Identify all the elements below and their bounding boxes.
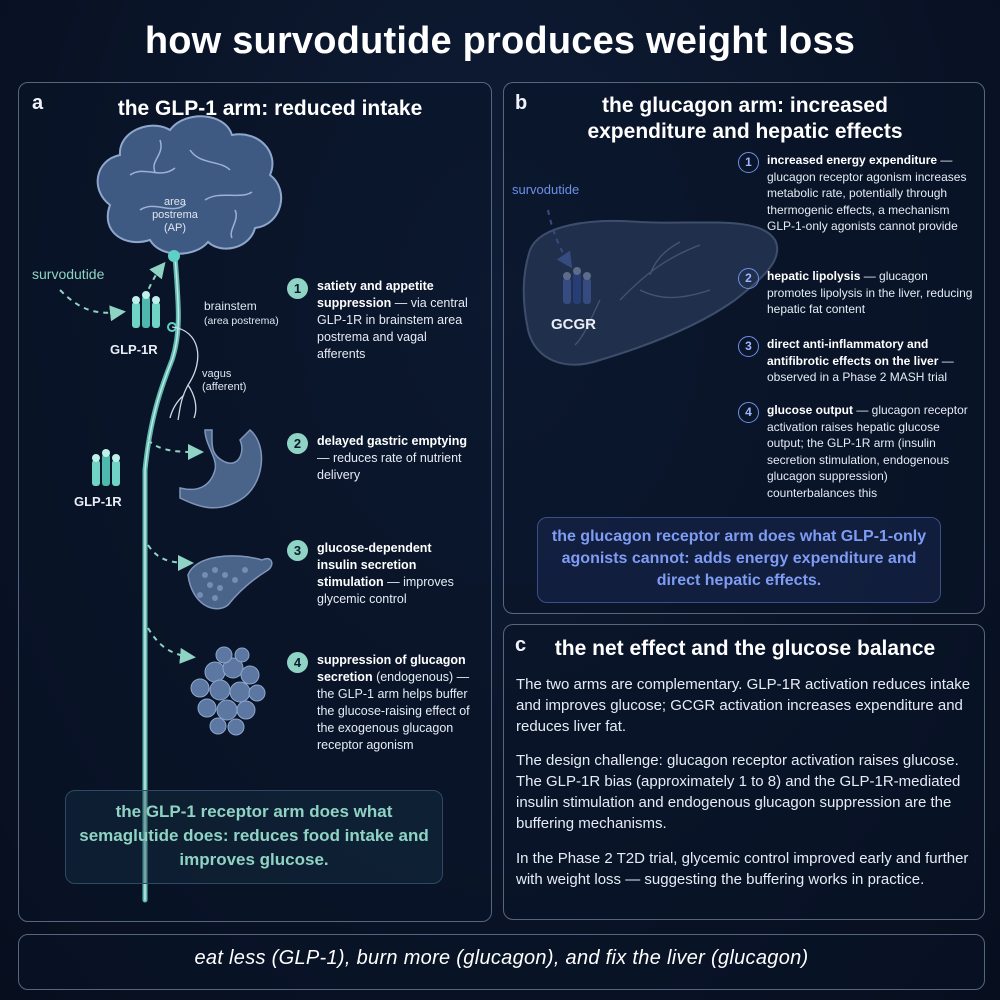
vagus-nerve xyxy=(169,326,199,421)
step-description: — via central GLP-1R in brainstem area p… xyxy=(317,296,468,361)
panel-c-heading: the net effect and the glucose balance xyxy=(554,637,936,660)
panel-b-label: b xyxy=(515,92,528,114)
step-number-badge: 1 xyxy=(287,278,308,299)
area-postrema-dot xyxy=(168,250,180,262)
step-number-badge: 3 xyxy=(738,336,759,357)
glp1-step-1: 1 satiety and appetite suppression — via… xyxy=(285,278,475,363)
step-title: delayed gastric emptying xyxy=(317,434,468,448)
step-description: — reduces rate of nutrient delivery xyxy=(317,451,462,482)
panel-a-label: a xyxy=(32,92,44,114)
glp1-summary-callout: the GLP-1 receptor arm does what semaglu… xyxy=(65,790,443,884)
step-number-badge: 4 xyxy=(738,402,759,423)
pancreas-icon xyxy=(187,555,273,610)
drug-label-a: survodutide xyxy=(32,266,105,282)
drug-label-b: survodutide xyxy=(512,182,580,197)
receptor-label-glp1r-bottom: GLP-1R xyxy=(74,494,122,509)
step-title: glucose-dependent insulin secretion stim… xyxy=(317,541,432,589)
glucagon-step-1: 1 increased energy expenditure — glucago… xyxy=(736,152,976,235)
step-number-badge: 1 xyxy=(738,152,759,173)
net-effect-paragraph-1: The two arms are complementary. GLP-1R a… xyxy=(516,676,971,735)
step-title: glucose output xyxy=(767,403,853,417)
step-number-badge: 3 xyxy=(287,540,308,561)
receptor-label-glp1r-top: GLP-1R xyxy=(110,342,158,357)
step-number-badge: 4 xyxy=(287,652,308,673)
step-title: increased energy expenditure xyxy=(767,153,938,167)
footer-banner: eat less (GLP-1), burn more (glucagon), … xyxy=(18,934,985,990)
brain-icon xyxy=(96,115,283,255)
receptor-label-gcgr: GCGR xyxy=(551,316,596,333)
glucagon-step-3: 3 direct anti-inflammatory and antifibro… xyxy=(736,336,976,386)
brainstem-sublabel: (area postrema) xyxy=(204,315,279,327)
step-description: — observed in a Phase 2 MASH trial xyxy=(767,353,954,385)
panel-c-label: c xyxy=(515,634,527,656)
step-title: direct anti-inflammatory and antifibroti… xyxy=(767,337,939,368)
step-title: suppression of glucagon secretion xyxy=(317,653,466,684)
glucagon-summary-callout: the glucagon receptor arm does what GLP-… xyxy=(537,517,941,603)
glucagon-step-2: 2 hepatic lipolysis — glucagon promotes … xyxy=(736,268,976,318)
step-description: — glucagon receptor agonism increases me… xyxy=(767,153,967,233)
glp1-step-3: 3 glucose-dependent insulin secretion st… xyxy=(285,540,475,608)
area-postrema-label: area postrema (AP) xyxy=(152,196,198,234)
glucagon-step-4: 4 glucose output — glucagon receptor act… xyxy=(736,402,976,501)
step-title: satiety and appetite suppression xyxy=(317,279,434,310)
glp1r-receptor-icon-bottom xyxy=(92,449,120,486)
brainstem-label: brainstem xyxy=(204,299,257,313)
stomach-icon xyxy=(179,428,263,509)
panel-a-heading: the GLP-1 arm: reduced intake xyxy=(117,97,423,120)
glp1r-receptor-icon-top xyxy=(132,291,160,328)
panel-b-heading: the glucagon arm: increased expenditure … xyxy=(587,94,903,143)
step-description: — glucagon promotes lipolysis in the liv… xyxy=(767,269,973,316)
glp1-step-4: 4 suppression of glucagon secretion (end… xyxy=(285,652,475,754)
step-description: (endogenous) — the GLP-1 arm helps buffe… xyxy=(317,670,470,752)
step-number-badge: 2 xyxy=(287,433,308,454)
glp1-step-2: 2 delayed gastric emptying — reduces rat… xyxy=(285,433,475,484)
step-number-badge: 2 xyxy=(738,268,759,289)
footer-tagline: eat less (GLP-1), burn more (glucagon), … xyxy=(194,947,809,969)
step-description: — improves glycemic control xyxy=(317,575,454,606)
alpha-cell-cluster-icon xyxy=(190,646,266,736)
page-title: how survodutide produces weight loss xyxy=(144,20,856,62)
vagus-label: vagus (afferent) xyxy=(202,368,247,393)
net-effect-paragraph-3: In the Phase 2 T2D trial, glycemic contr… xyxy=(516,850,969,888)
panel-net-effect xyxy=(503,624,985,920)
net-effect-paragraph-2: The design challenge: glucagon receptor … xyxy=(516,752,961,832)
step-title: hepatic lipolysis xyxy=(767,269,861,283)
step-description: — glucagon receptor activation raises he… xyxy=(767,403,968,500)
